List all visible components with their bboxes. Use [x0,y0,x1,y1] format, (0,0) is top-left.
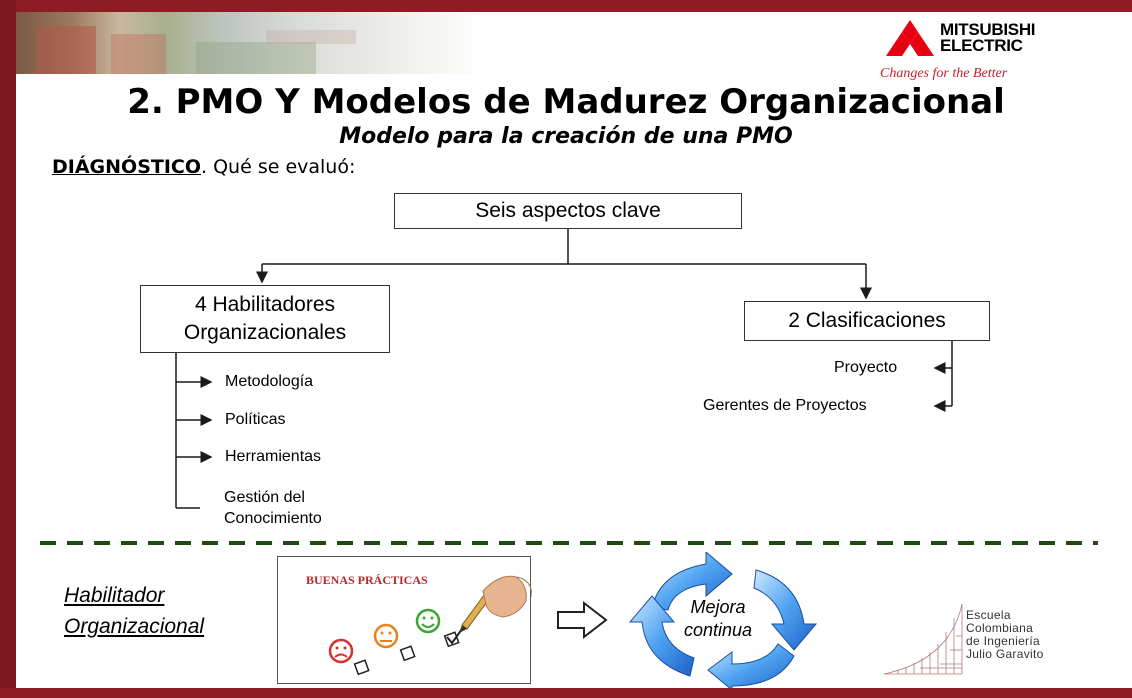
buenas-practicas-image: BUENAS PRÁCTICAS [277,556,532,684]
right-item-gerentes: Gerentes de Proyectos [703,397,867,414]
section-heading: DIÁGNÓSTICO. Qué se evaluó: [52,156,355,178]
logo-line-2: ELECTRIC [940,36,1023,55]
three-diamonds-icon [886,20,934,56]
school-line3: de Ingeniería [966,634,1040,648]
habilitador-line1: Habilitador [64,584,165,607]
left-item-herramientas: Herramientas [225,448,322,465]
section-suffix: . Qué se evaluó: [201,156,356,178]
left-strip [0,0,16,698]
cycle-arrows-icon [628,552,818,690]
school-line4: Julio Garavito [966,647,1044,661]
left-item-gestion-line1: Gestión del [224,489,305,506]
cycle-label: Mejora continua [668,596,768,642]
node-clasificaciones: 2 Clasificaciones [744,301,990,341]
buenas-practicas-label: BUENAS PRÁCTICAS [306,573,428,587]
right-arrow-icon [557,600,608,640]
slide-subtitle: Modelo para la creación de una PMO [339,124,793,149]
node-seis-aspectos: Seis aspectos clave [394,193,742,229]
node-habilitadores-line2: Organizacionales [183,321,347,344]
logo-line-1: MITSUBISHI [940,20,1036,39]
section-label: DIÁGNÓSTICO [52,156,202,178]
left-item-metodologia: Metodología [225,373,314,390]
mitsubishi-logo: MITSUBISHI ELECTRIC Changes for the Bett… [880,20,1052,86]
logo-wordmark: MITSUBISHI ELECTRIC [940,20,1036,55]
school-line1: Escuela [966,608,1011,622]
node-habilitadores-line1: 4 Habilitadores [194,293,336,316]
habilitador-label: Habilitador Organizacional [64,580,204,642]
node-habilitadores: 4 Habilitadores Organizacionales [140,285,390,353]
checklist-faces-icon [328,575,532,676]
cycle-line2: continua [683,620,753,640]
left-item-gestion: Gestión del Conocimiento [224,487,322,529]
school-logo-icon [883,603,963,675]
mejora-continua-cycle: Mejora continua [628,552,818,690]
cycle-line1: Mejora [690,597,746,617]
school-name: Escuela Colombiana de Ingeniería Julio G… [966,609,1044,661]
logo-tagline: Changes for the Better [880,66,1008,81]
header-campus-photo [16,12,486,74]
school-line2: Colombiana [966,621,1034,635]
left-item-politicas: Políticas [225,411,286,428]
top-bar [0,0,1132,12]
habilitador-line2: Organizacional [64,615,205,638]
left-item-gestion-line2: Conocimiento [224,510,322,527]
slide-title: 2. PMO Y Modelos de Madurez Organizacion… [127,82,1005,122]
bottom-bar [0,688,1132,698]
right-item-proyecto: Proyecto [834,359,898,376]
